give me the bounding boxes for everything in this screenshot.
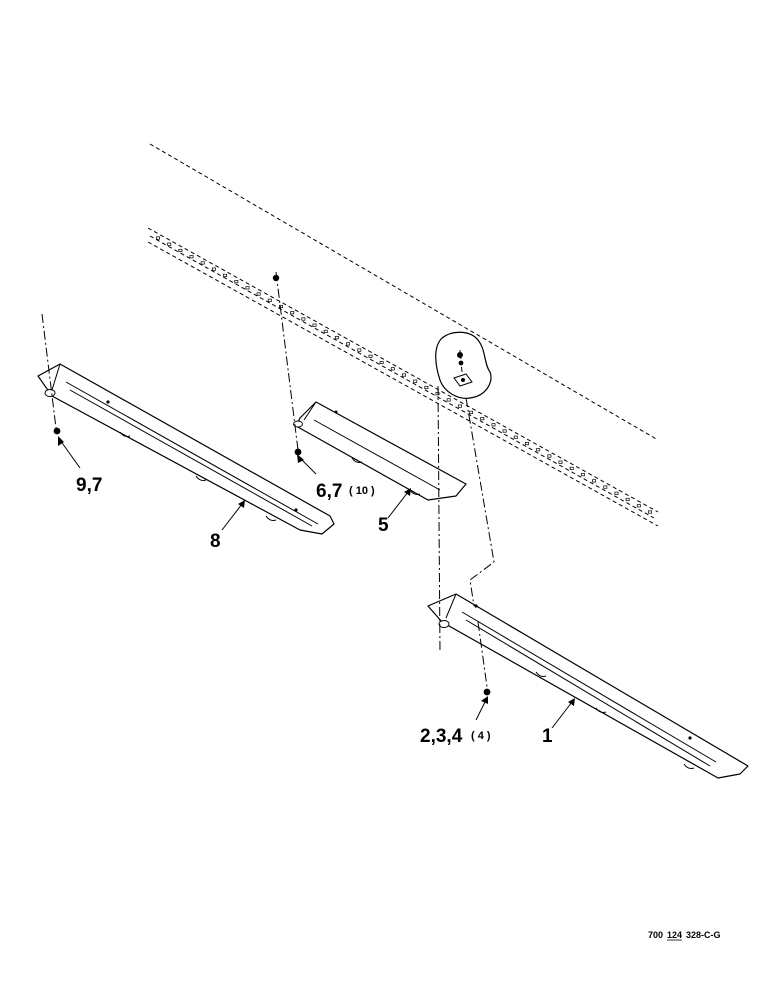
header-bar-hole [211, 267, 216, 271]
header-bar-hole [625, 497, 630, 502]
part-8-plate [37, 363, 335, 535]
header-bar-hole [469, 410, 474, 414]
header-bar-hole [525, 441, 529, 446]
callout-2-3-4: 2,3,4 [420, 726, 463, 747]
header-bar-hole [413, 379, 418, 383]
header-bar-hole [346, 342, 351, 346]
header-bar-hole [379, 360, 384, 365]
part-5-plate [293, 401, 467, 501]
bolt-hardware [53, 274, 491, 696]
header-bar-hole [513, 435, 518, 439]
header-bar-hole [279, 304, 283, 309]
header-bar-hole [569, 466, 574, 470]
part-1-plate [427, 593, 749, 779]
header-bar-hole [323, 329, 328, 333]
header-bar-hole [614, 491, 619, 495]
callout-part-8: 8 [210, 531, 221, 552]
header-bar-hole [357, 348, 362, 352]
leader-arrows [58, 436, 575, 729]
header-bar-hole [547, 454, 552, 458]
header-bar-hole [167, 242, 172, 246]
header-bar-hole [267, 298, 272, 302]
callout-part-5: 5 [378, 515, 389, 536]
callout-6-7-quantity: ( 10 ) [349, 485, 375, 497]
header-bar-hole [156, 236, 160, 240]
header-bar-hole [592, 479, 597, 483]
header-bar-hole [580, 473, 585, 477]
header-bar-hole [200, 261, 205, 265]
drawing-number: 700 124 328-C-G [648, 930, 721, 941]
drawing-number-prefix: 700 [648, 930, 663, 940]
drawing-number-suffix: 328-C-G [686, 930, 721, 940]
detail-bubble [435, 331, 492, 399]
header-bar-hole [290, 311, 295, 315]
callout-2-3-4-quantity: ( 4 ) [471, 730, 491, 742]
header-bar-hole [256, 292, 261, 296]
header-bar-hole [648, 510, 652, 514]
header-bar-hole [480, 417, 485, 421]
header-bar-hole [178, 248, 183, 253]
header-bar-hole [502, 429, 507, 433]
header-bar-hole [446, 398, 451, 402]
header-bar-hole [390, 367, 395, 371]
callout-9-7: 9,7 [76, 475, 102, 496]
header-bar-hole [234, 280, 239, 284]
callout-6-7: 6,7 [316, 481, 342, 502]
header-bar-hole [558, 460, 563, 464]
header-bar-hole [636, 504, 641, 508]
assembly-lines [41, 271, 495, 695]
header-bar-hole [491, 423, 496, 427]
header-bar-hole [189, 255, 194, 259]
drawing-number-underlined: 124 [667, 930, 682, 940]
callout-part-1: 1 [542, 726, 553, 747]
header-bar-hole [536, 448, 541, 452]
header-bar-hole [368, 354, 373, 358]
header-bar-hole [223, 273, 228, 277]
header-bar-hole [435, 392, 440, 396]
header-bar-hole [457, 404, 462, 408]
header-bar-hole [603, 485, 608, 489]
header-bar-holes [156, 236, 652, 514]
header-bar-hole [245, 286, 250, 290]
header-bar-hole [424, 385, 429, 390]
header-bar-hole [402, 373, 406, 377]
header-bar-hole [312, 323, 317, 327]
header-bar-hole [301, 317, 306, 321]
header-frame-outline [147, 143, 659, 527]
header-bar-hole [334, 336, 339, 340]
